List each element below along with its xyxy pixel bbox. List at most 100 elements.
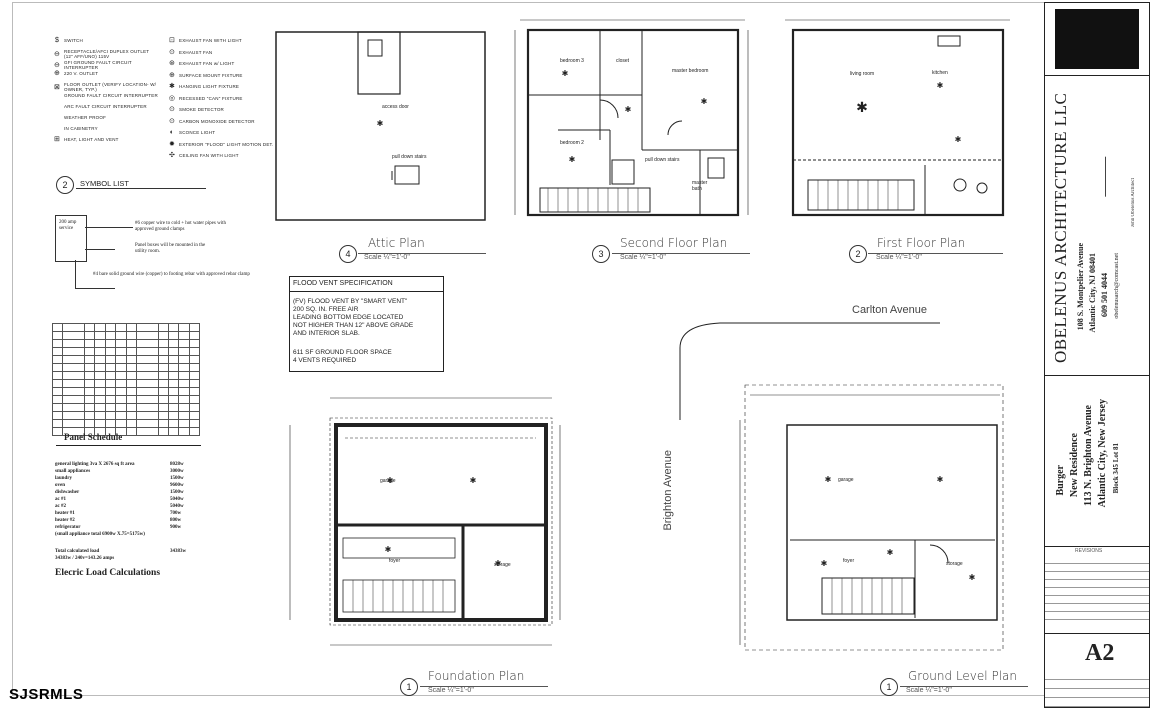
symbol-icon: ⊙ [168, 48, 176, 56]
attic-plan-number: 4 [339, 245, 357, 263]
svg-text:✱: ✱ [625, 105, 632, 114]
symbol-list: $SWITCH⊖RECEPTACLE/AFCI DUPLEX OUTLET (1… [50, 37, 280, 194]
load-calc-title: Elecric Load Calculations [55, 568, 161, 578]
load-item: dishwasher [55, 490, 80, 495]
load-total-label: Total calculated load [55, 549, 100, 554]
flood-vent-title: FLOOD VENT SPECIFICATION [293, 280, 393, 287]
symbol-label: CEILING FAN WITH LIGHT [179, 153, 239, 158]
symbol-list-item: ARC FAULT CIRCUIT INTERRUPTER [50, 104, 159, 109]
symbol-label: SMOKE DETECTOR [179, 107, 224, 112]
load-value: 1500w [170, 490, 184, 495]
svg-text:✱: ✱ [955, 135, 962, 144]
symbol-list-title: SYMBOL LIST [80, 179, 129, 188]
load-value: 1500w [170, 476, 184, 481]
second-label-master-bath: master bath [692, 180, 708, 192]
drawing-sheet: ✱ ✱✱✱✱ ✱✱✱ ✱✱✱✱ ✱✱✱✱✱ [275, 19, 1010, 651]
second-label-bedroom-2: bedroom 2 [560, 140, 584, 146]
architect-name: John Obelenus Architect [1131, 178, 1136, 228]
service-box-label: 200 amp service [59, 220, 77, 231]
symbol-icon: ⊕ [53, 70, 61, 77]
load-item: (small appliance total 6900w X.75=5175w) [55, 532, 145, 537]
symbol-list-item: GROUND FAULT CIRCUIT INTERRUPTER [50, 93, 159, 98]
first-floor-plan-title: First Floor Plan [877, 236, 966, 250]
second-floor-plan-title: Second Floor Plan [620, 236, 728, 250]
symbol-list-item: ✱HANGING LIGHT FIXTURE [165, 83, 279, 90]
symbol-list-item: ⊡EXHAUST FAN WITH LIGHT [165, 37, 279, 44]
symbol-list-item: ⊙SMOKE DETECTOR [165, 106, 279, 113]
flood-vent-line: (FV) FLOOD VENT BY "SMART VENT" [293, 298, 408, 305]
site-address-2: Atlantic City, New Jersey [1097, 399, 1108, 508]
flood-vent-line: 611 SF GROUND FLOOR SPACE [293, 349, 392, 356]
symbol-list-item: ✹EXTERIOR "FLOOD" LIGHT MOTION DET. [165, 140, 279, 148]
second-label-bedroom-3: bedroom 3 [560, 58, 584, 64]
load-item: small appliances [55, 469, 91, 474]
load-value: 8028w [170, 462, 184, 467]
svg-text:✱: ✱ [387, 476, 394, 485]
first-label-living-room: living room [850, 71, 875, 77]
load-value: 700w [170, 511, 182, 516]
second-label-closet: closet [616, 58, 630, 64]
flood-vent-line: AND INTERIOR SLAB. [293, 330, 360, 337]
block-lot: Block 345 Lot 81 [1112, 443, 1120, 494]
firm-address-2: Atlantic City, NJ 08401 [1088, 253, 1097, 333]
load-item: heater #1 [55, 511, 75, 516]
symbol-list-item: ⊞HEAT, LIGHT AND VENT [50, 136, 159, 143]
project-name: New Residence [1069, 433, 1080, 498]
sheet-number: A2 [1085, 640, 1115, 666]
attic-label-pull-down-stairs: pull down stairs [392, 154, 427, 160]
flood-vent-line: LEADING BOTTOM EDGE LOCATED [293, 314, 404, 321]
flood-vent-line: 4 VENTS REQUIRED [293, 357, 357, 364]
symbol-label: SCONCE LIGHT [179, 130, 216, 135]
foundation-plan-scale: Scale ¼"=1'-0" [428, 687, 474, 694]
load-amps: 34383w / 240v=143.26 amps [55, 556, 115, 561]
load-value: 9600w [170, 483, 184, 488]
service-note-3: #4 bare solid ground wire (copper) to fo… [93, 272, 250, 277]
svg-text:✱: ✱ [569, 155, 576, 164]
svg-text:✱: ✱ [856, 99, 868, 115]
panel-schedule: Panel Schedule [50, 305, 201, 455]
ground-label-storage: storage [946, 561, 963, 567]
symbol-label: SWITCH [64, 38, 83, 43]
ground-level-plan-number: 1 [880, 678, 898, 696]
svg-text:✱: ✱ [377, 119, 384, 128]
first-floor-plan-number: 2 [849, 245, 867, 263]
symbol-label: FLOOR OUTLET (VERIFY LOCATION- W/ OWNER,… [64, 82, 157, 92]
svg-text:✱: ✱ [825, 475, 832, 484]
symbol-icon: ✹ [168, 140, 176, 148]
symbol-label: RECESSED "CAN" FIXTURE [179, 95, 243, 101]
first-floor-plan [785, 19, 1010, 217]
load-value: 900w [170, 525, 182, 530]
symbol-label: HANGING LIGHT FIXTURE [179, 84, 240, 89]
load-item: ac #2 [55, 504, 66, 509]
foundation-plan [289, 397, 561, 646]
symbol-list-item: ⊠FLOOR OUTLET (VERIFY LOCATION- W/ OWNER… [50, 82, 159, 92]
client-name: Burger [1055, 465, 1066, 496]
panel-schedule-title: Panel Schedule [64, 432, 123, 442]
second-label-master-bedroom: master bedroom [672, 68, 709, 74]
svg-text:✱: ✱ [937, 475, 944, 484]
foundation-plan-number: 1 [400, 678, 418, 696]
svg-text:✱: ✱ [887, 548, 894, 557]
load-value: 800w [170, 518, 182, 523]
svg-text:✱: ✱ [701, 97, 708, 106]
symbol-icon: $ [54, 37, 60, 44]
svg-text:✱: ✱ [821, 559, 828, 568]
svg-text:✱: ✱ [470, 476, 477, 485]
svg-text:✱: ✱ [937, 81, 944, 90]
attic-label-access-door: access door [382, 104, 409, 110]
symbol-list-item: ⊙CARBON MONOXIDE DETECTOR [165, 117, 279, 125]
symbol-icon: ⊖ [53, 50, 61, 58]
symbol-label: HEAT, LIGHT AND VENT [64, 137, 119, 142]
symbol-icon: ⊙ [168, 117, 176, 125]
attic-plan-title: Attic Plan [368, 236, 425, 250]
symbol-icon: ⊡ [168, 37, 176, 44]
attic-plan-scale: Scale ¼"=1'-0" [364, 254, 410, 261]
symbol-list-item: IN CABINETRY [50, 126, 159, 131]
firm-phone: 609 501 4044 [1100, 273, 1109, 317]
symbol-list-item: ⊕220 V. OUTLET [50, 70, 159, 77]
symbol-icon: ◎ [168, 94, 176, 102]
symbol-icon: ⊛ [168, 60, 176, 67]
attic-plan [275, 31, 486, 221]
revisions-label: REVISIONS [1075, 548, 1103, 554]
load-value: 5040w [170, 504, 184, 509]
